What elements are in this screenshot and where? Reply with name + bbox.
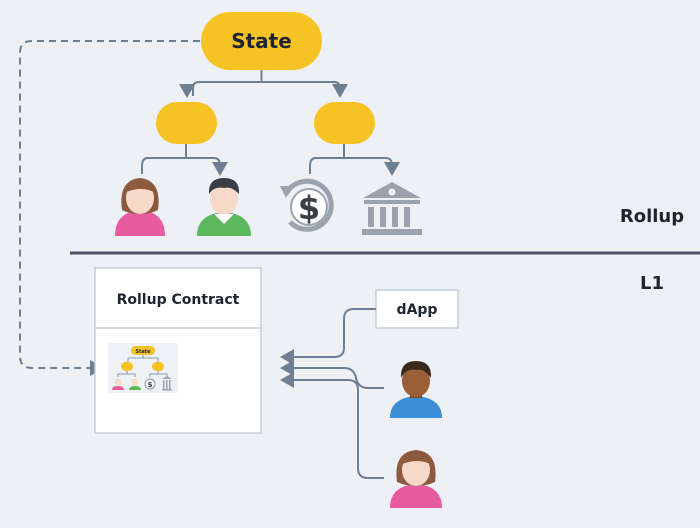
- user-male-icon: [197, 178, 251, 236]
- state-to-contract-dashed-connector: [19, 40, 200, 376]
- dapp-label: dApp: [397, 302, 438, 318]
- user-male-dark-icon: [390, 361, 442, 418]
- state-child-node-left: [156, 102, 217, 144]
- dollar-refresh-icon: $: [280, 178, 334, 232]
- section-label-l1: L1: [640, 273, 664, 294]
- section-label-rollup: Rollup: [620, 206, 684, 227]
- svg-text:$: $: [148, 381, 153, 389]
- thumbnail-state-label: State: [135, 349, 151, 355]
- l1-connectors: [280, 308, 384, 479]
- contract-state-thumbnail: State $: [108, 343, 178, 393]
- dapp-box: dApp: [375, 289, 459, 329]
- bank-icon: [362, 182, 422, 235]
- leaf-connectors: [141, 144, 400, 176]
- user-female-icon: [390, 450, 442, 508]
- svg-text:$: $: [298, 189, 320, 227]
- state-tree-connectors: [179, 70, 348, 98]
- state-node: [201, 12, 322, 70]
- state-node-label: State: [231, 29, 292, 53]
- rollup-contract-title: Rollup Contract: [117, 292, 240, 308]
- user-female-icon: [115, 178, 165, 236]
- state-child-node-right: [314, 102, 375, 144]
